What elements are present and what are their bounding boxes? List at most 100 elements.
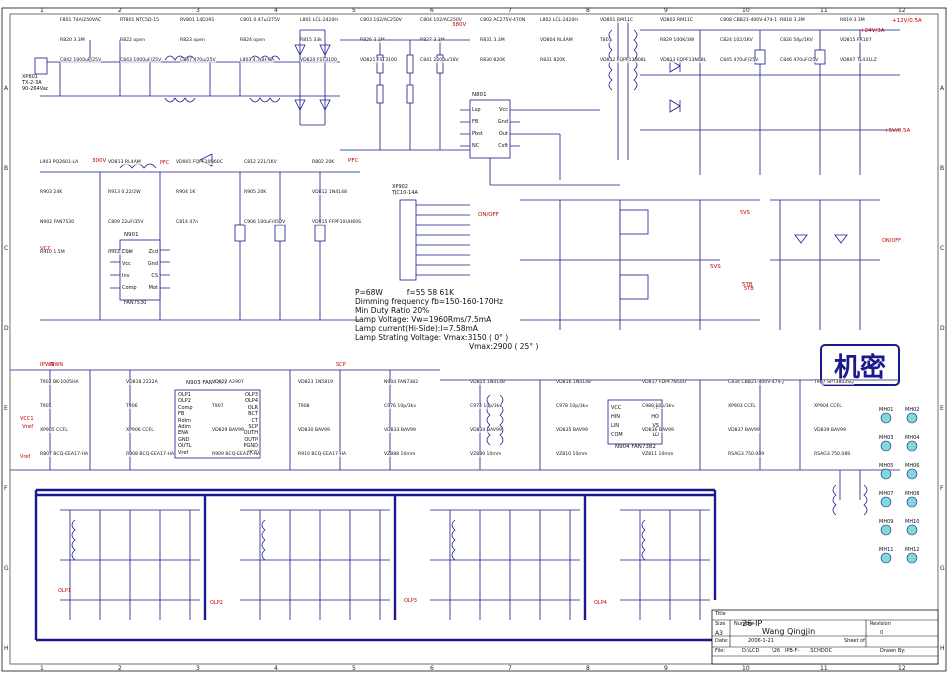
grid-col-8-top: 8 (586, 7, 590, 14)
ic-n903-right-pin: OUTP (244, 436, 258, 443)
ic-n901-label: N901 (124, 232, 139, 238)
spec-duty: Min Duty Ratio 20% (355, 306, 430, 315)
component-bottom-label: VD815 1N4148 (470, 380, 505, 385)
grid-row-G-right: G (940, 565, 945, 572)
component-top-label: R819 3.3M (840, 18, 865, 23)
component-top-label: L801 LCL-2420H (300, 18, 338, 23)
component-bottom-label: VD839 BAV99 (814, 428, 846, 433)
component-top-label: C801 0.47u/275V (240, 18, 281, 23)
component-top-label: C808 CBB21-400V-474-1 (720, 18, 778, 23)
connector-xp801-part: TX-2-3A (22, 80, 42, 86)
component-top-label: VD807 TL431LZ (840, 58, 877, 63)
grid-row-F-left: F (4, 485, 8, 492)
ic-n801-left-pin: NC (472, 143, 480, 149)
ic-n904-part: FAN7382 (631, 444, 656, 450)
component-top-label: R818 3.3M (780, 18, 805, 23)
component-top-label: VD820 FST3100 (300, 58, 337, 63)
grid-col-3-bottom: 3 (196, 665, 200, 672)
test-point-label: MH07 (879, 491, 893, 497)
inverter-controller-n903 (10, 369, 440, 471)
ic-n901-left-pin: Comp (122, 285, 137, 291)
spec-power-freq: P=68W f=55 58 61K (355, 288, 585, 297)
ic-n801-label: N801 (472, 92, 487, 98)
component-bottom-label: VZ810 10mm (556, 452, 588, 457)
ic-n903-left-pin: FB (178, 411, 185, 418)
component-top-label: R826 3.3M (360, 38, 385, 43)
confidential-stamp: 机密 (820, 344, 900, 386)
ic-n801-right-pin: Out (498, 131, 508, 137)
grid-row-C-right: C (940, 245, 944, 252)
ic-n801-left-pin: Lsp (472, 107, 481, 113)
component-bottom-label: VZ811 10mm (642, 452, 674, 457)
component-top-label: C803 102/AC250V (360, 18, 402, 23)
flyback-controller-n801 (460, 99, 620, 186)
ic-n801-right-pin: Csft (498, 143, 508, 149)
component-top-label: R815 33k (300, 38, 322, 43)
grid-col-5-bottom: 5 (352, 665, 356, 672)
test-point-label: MH08 (905, 491, 919, 497)
test-point-pad (906, 440, 918, 452)
component-mid-label: R913 0.22/2W (108, 190, 141, 195)
number-label: Number (734, 621, 755, 627)
grid-col-1-top: 1 (40, 7, 44, 14)
grid-row-F-right: F (940, 485, 944, 492)
ic-n901-ref: N901 (124, 232, 139, 238)
component-bottom-label: XP903 CCFL (728, 404, 756, 409)
ic-n903-right-pin: OLR (247, 404, 258, 411)
component-mid-label: R904 1K (176, 190, 196, 195)
component-top-label: VD801 RM11C (600, 18, 634, 23)
grid-col-2-top: 2 (118, 7, 122, 14)
size-value: A3 (715, 630, 723, 637)
test-point-label: MH04 (905, 435, 919, 441)
grid-col-3-top: 3 (196, 7, 200, 14)
ic-n901-part: FAN7530 (124, 300, 147, 306)
ic-n801-ref: N801 (472, 92, 487, 98)
component-bottom-label: VD833 BAV99 (384, 428, 416, 433)
ic-n903-left-pin: ENA (178, 430, 189, 437)
component-top-label: R820 3.3M (60, 38, 85, 43)
ic-n903-right-pin: CT (251, 417, 258, 424)
component-bottom-label: VD834 BAV99 (470, 428, 502, 433)
spec-dimming: Dimming frequency fb=150-160-170Hz (355, 297, 504, 306)
grid-col-10-top: 10 (742, 7, 750, 14)
component-bottom-label: VD835 BAV99 (556, 428, 588, 433)
component-bottom-label: VD836 BAV99 (642, 428, 674, 433)
ic-n904-right-pin: LO (652, 432, 659, 438)
component-top-label: RT801 NTC5D-15 (120, 18, 160, 23)
ic-n903-right-pins: OLP3OLP4OLRBCTCTSCPOUTHOUTPPGNDVCC (244, 392, 258, 456)
spec-power: P=68W (355, 288, 383, 297)
component-bottom-label: VD817 FDPF7N50U (642, 380, 687, 385)
grid-row-B-left: B (4, 165, 8, 172)
spec-strike-voltage: Lamp Strating Voltage: Vmax:3150 ( 0° ) (355, 333, 509, 342)
ic-n901-left-pin: Vcc (122, 261, 131, 267)
test-point-label: MH01 (879, 407, 893, 413)
component-bottom-label: VD818 2222A (126, 380, 158, 385)
component-top-label: C843 1000uF/25V (120, 58, 162, 63)
test-point-pad (906, 496, 918, 508)
test-point-label: MH12 (905, 547, 919, 553)
component-bottom-label: RSAG3.750.089 (814, 452, 851, 457)
component-mid-label: C814 47n (176, 220, 199, 225)
component-top-label: R829 100K/3W (660, 38, 695, 43)
component-mid-label: C906 100uF/450V (244, 220, 286, 225)
grid-row-A-right: A (940, 85, 945, 92)
title-block (711, 609, 939, 665)
ccfl-output-section (34, 488, 720, 642)
sheet-label: Sheet of (844, 638, 865, 644)
title-value: 26-IP (742, 619, 763, 628)
component-top-label: C845 470uF/25V (720, 58, 759, 63)
ic-n901-right-pin: Zcd (148, 249, 158, 255)
test-point-pad (880, 412, 892, 424)
component-top-label: VD812 FQPF13N08L (600, 58, 647, 63)
test-point-pad (906, 552, 918, 564)
confidential-stamp-text: 机密 (833, 352, 886, 383)
ic-n901-part-label: FAN7530 (124, 300, 146, 306)
revision-label: Revision (870, 621, 891, 627)
